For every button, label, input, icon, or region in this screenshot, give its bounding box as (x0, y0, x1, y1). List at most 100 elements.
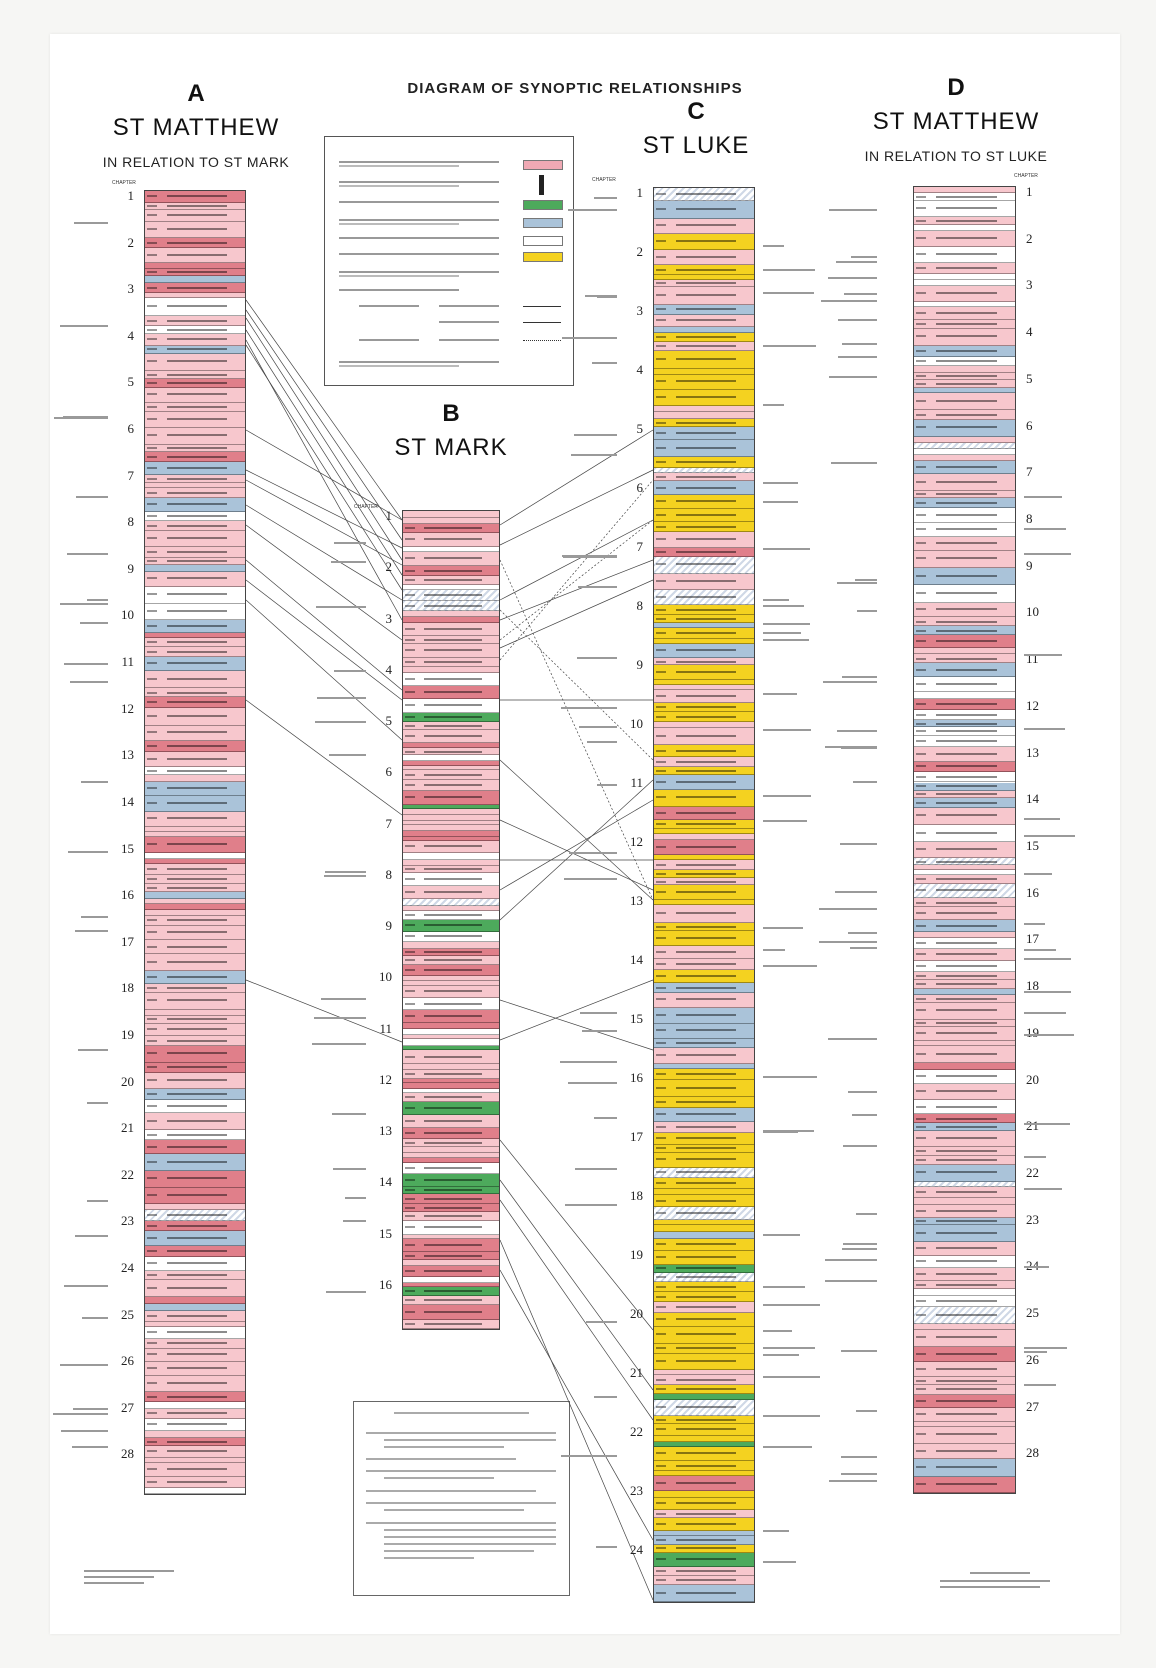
column-segment (403, 712, 499, 723)
margin-reference (1024, 1033, 1075, 1036)
column-segment (654, 885, 754, 900)
chapter-number: 10 (121, 607, 134, 623)
column-segment (403, 1093, 499, 1103)
column-segment (145, 1270, 245, 1280)
legend-row-mark-only (339, 199, 567, 211)
column-segment (914, 1069, 1015, 1084)
column-segment (654, 1461, 754, 1472)
column-segment (914, 192, 1015, 201)
margin-reference (763, 1130, 799, 1133)
margin-reference (333, 669, 366, 672)
column-segment (145, 475, 245, 483)
margin-reference (842, 342, 877, 345)
column-segment (654, 218, 754, 234)
margin-reference (829, 1480, 877, 1483)
column-segment (914, 626, 1015, 636)
column-segment (654, 1220, 754, 1226)
chapter-number: 27 (121, 1399, 134, 1415)
column-segment (654, 627, 754, 639)
column-segment (403, 840, 499, 853)
margin-reference (763, 1304, 821, 1307)
margin-reference (331, 1112, 366, 1115)
column-segment (914, 677, 1015, 693)
column-segment (654, 1436, 754, 1442)
connection-line (499, 999, 654, 1051)
margin-reference (824, 1258, 877, 1261)
margin-reference (325, 871, 366, 874)
column-segment (914, 647, 1015, 655)
legend-row-substituted (339, 337, 567, 349)
chapter-number: 13 (630, 893, 643, 908)
column-segment (403, 865, 499, 874)
connection-line (499, 519, 654, 601)
column-segment (403, 1186, 499, 1195)
column-segment (914, 508, 1015, 523)
column-segment (403, 831, 499, 837)
margin-reference (60, 324, 108, 327)
chapter-number: 12 (121, 700, 134, 716)
chapter-number: 20 (630, 1306, 643, 1321)
legend-row-marcan-section (339, 303, 567, 315)
column-segment (654, 1416, 754, 1424)
margin-reference (1024, 1346, 1068, 1349)
margin-reference (1024, 727, 1065, 730)
chapter-number: 22 (1026, 1165, 1039, 1180)
column-segment (914, 1204, 1015, 1218)
column-a-chapter-header: CHAPTER (112, 180, 136, 186)
column-segment (654, 1567, 754, 1577)
column-segment (145, 697, 245, 709)
margin-reference (1024, 990, 1072, 993)
column-segment (914, 1046, 1015, 1064)
chapter-number: 7 (127, 467, 135, 483)
chapter-number: 1 (1026, 184, 1033, 199)
column-segment (654, 1447, 754, 1462)
connection-line (499, 609, 654, 761)
chapter-number: 2 (1026, 230, 1033, 246)
column-segment (145, 1392, 245, 1403)
margin-reference (568, 1082, 617, 1085)
margin-reference (763, 693, 798, 696)
column-segment (403, 964, 499, 976)
column-segment (145, 775, 245, 782)
column-segment (145, 1221, 245, 1232)
margin-reference (841, 1248, 877, 1251)
column-segment (914, 1346, 1015, 1363)
margin-reference (827, 1038, 877, 1041)
column-segment (654, 1497, 754, 1511)
column-segment (914, 474, 1015, 491)
column-segment (403, 1064, 499, 1070)
column-segment (654, 767, 754, 776)
column-segment (145, 954, 245, 971)
column-segment (145, 210, 245, 222)
chapter-number: 9 (1026, 557, 1033, 573)
column-segment (914, 380, 1015, 389)
column-segment (654, 1207, 754, 1221)
column-segment (654, 547, 754, 558)
column-segment (145, 1488, 245, 1494)
margin-reference (71, 1445, 108, 1448)
margin-reference (342, 1220, 366, 1223)
connection-line (245, 504, 403, 601)
margin-reference (1024, 1156, 1046, 1159)
column-segment (145, 1418, 245, 1432)
legend-row-non-marcan-lines (339, 359, 567, 371)
margin-reference (53, 1412, 108, 1415)
column-segment (914, 663, 1015, 678)
margin-reference (763, 729, 811, 732)
column-segment (654, 775, 754, 790)
column-segment (145, 915, 245, 926)
chapter-number: 5 (636, 421, 644, 436)
column-segment (654, 1400, 754, 1417)
column-segment (914, 980, 1015, 989)
margin-reference (763, 1354, 800, 1357)
column-segment (654, 522, 754, 533)
chapter-number: 18 (121, 980, 134, 996)
column-segment (145, 586, 245, 605)
column-c-strip (653, 187, 755, 1603)
chapter-number: 6 (385, 764, 393, 780)
chapter-number: 8 (127, 514, 135, 530)
column-segment (403, 766, 499, 771)
column-segment (914, 907, 1015, 921)
margin-reference (73, 1408, 108, 1411)
